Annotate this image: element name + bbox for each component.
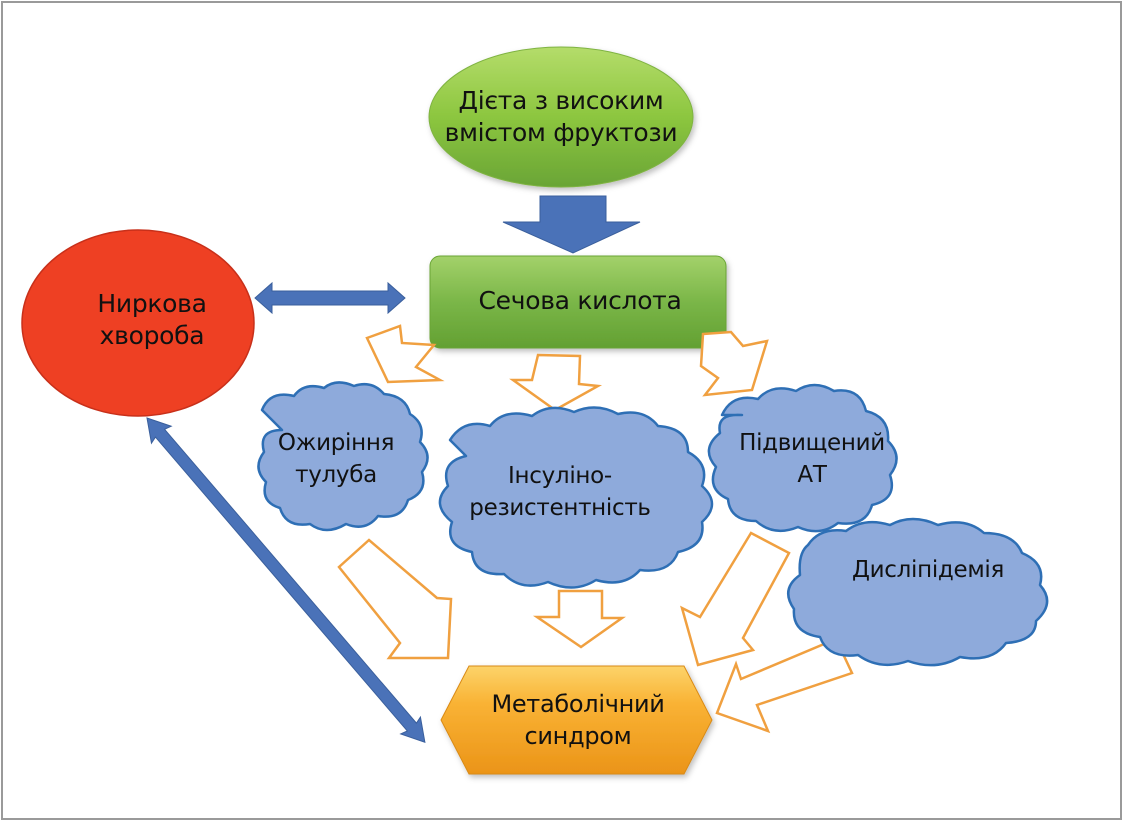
kidney-disease-label: Ниркова хвороба bbox=[97, 288, 207, 352]
insulin-resistance-node bbox=[438, 406, 714, 589]
outline-arrow-obesity-to-ms bbox=[337, 538, 453, 660]
outline-arrow-to-obesity bbox=[365, 324, 445, 384]
fructose-diet-label: Дієта з високим вмістом фруктози bbox=[445, 85, 678, 149]
uric-acid-label: Сечова кислота bbox=[478, 286, 682, 315]
fructose-diet-label-line2: вмістом фруктози bbox=[444, 118, 678, 147]
outline-arrow-dyslipidemia-to-ms bbox=[715, 637, 854, 734]
insulin-resistance-label: Інсуліно- резистентність bbox=[469, 460, 651, 524]
uric-acid-node bbox=[429, 255, 727, 349]
trunk-obesity-label-line2: тулуба bbox=[295, 462, 377, 488]
fructose-diet-label-line1: Дієта з високим bbox=[458, 86, 664, 115]
dyslipidemia-node bbox=[787, 517, 1049, 667]
outline-arrow-to-insulin bbox=[509, 353, 603, 412]
metabolic-syndrome-label-line1: Метаболічний bbox=[491, 690, 665, 718]
outline-arrow-bp-to-ms bbox=[680, 531, 791, 667]
kidney-disease-node bbox=[21, 229, 255, 417]
trunk-obesity-label: Ожиріння тулуба bbox=[277, 427, 395, 491]
kidney-disease-label-line1: Ниркова bbox=[97, 289, 207, 318]
outline-arrow-to-bp bbox=[699, 330, 769, 397]
down-arrow-icon bbox=[502, 195, 641, 254]
double-arrow-diagonal-icon bbox=[146, 417, 426, 743]
fructose-diet-node bbox=[428, 46, 694, 188]
insulin-resistance-label-line2: резистентність bbox=[469, 495, 651, 521]
metabolic-syndrome-node bbox=[440, 665, 713, 775]
insulin-resistance-label-line1: Інсуліно- bbox=[508, 463, 612, 489]
high-bp-label-line1: Підвищений bbox=[739, 430, 885, 456]
trunk-obesity-node bbox=[257, 381, 429, 532]
metabolic-syndrome-label-line2: синдром bbox=[524, 722, 632, 750]
high-bp-node bbox=[707, 383, 898, 533]
double-arrow-horizontal-icon bbox=[254, 281, 406, 315]
kidney-disease-label-line2: хвороба bbox=[99, 321, 205, 350]
trunk-obesity-label-line1: Ожиріння bbox=[277, 430, 395, 456]
outline-arrow-insulin-to-ms bbox=[532, 589, 626, 649]
dyslipidemia-label: Дисліпідемія bbox=[851, 557, 1005, 583]
high-bp-label-line2: АТ bbox=[797, 462, 827, 488]
metabolic-syndrome-label: Метаболічний синдром bbox=[491, 688, 664, 752]
high-bp-label: Підвищений АТ bbox=[739, 427, 885, 491]
